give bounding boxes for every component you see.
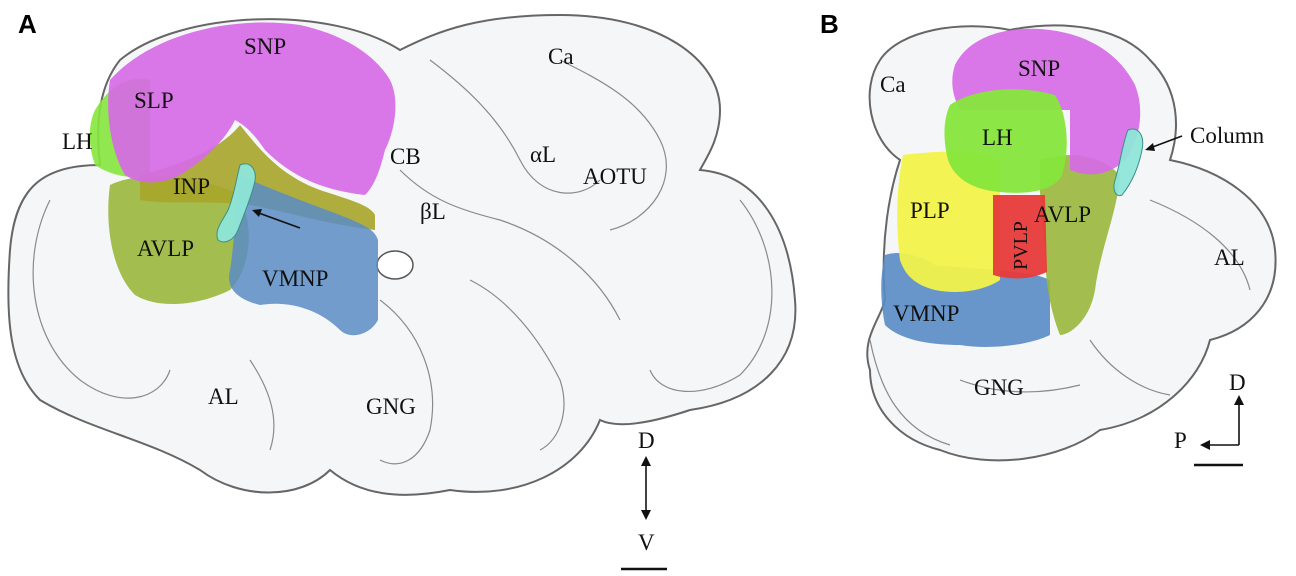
axis-d-a: D: [638, 428, 655, 453]
label-aotu-a: AOTU: [583, 164, 647, 189]
label-cb-a: CB: [390, 144, 421, 169]
label-beta-l-a: βL: [420, 199, 446, 224]
arrow-b-head: [1145, 143, 1155, 151]
column-region-a: [216, 163, 256, 243]
label-inp-a: INP: [173, 174, 210, 199]
label-al-b: AL: [1214, 245, 1245, 270]
label-gng-a: GNG: [366, 394, 416, 419]
axis-arrow-down-a: [641, 510, 651, 520]
panel-b: B Ca SNP LH Column PLP PVLP AVLP AL VMNP…: [820, 9, 1277, 467]
label-alpha-l-a: αL: [530, 142, 556, 167]
label-snp-b: SNP: [1018, 56, 1060, 81]
panel-a-label: A: [18, 9, 37, 39]
arrow-b: [1149, 135, 1183, 149]
column-region-b: [1113, 128, 1144, 197]
label-gng-b: GNG: [974, 375, 1024, 400]
axis-arrow-up-a: [641, 456, 651, 466]
axis-arrow-up-b: [1234, 395, 1244, 405]
axis-arrow-left-b: [1200, 440, 1210, 450]
label-avlp-b: AVLP: [1034, 202, 1091, 227]
label-avlp-a: AVLP: [137, 236, 194, 261]
avlp-region-b: [1039, 155, 1120, 335]
label-slp-a: SLP: [134, 88, 174, 113]
axis-p-b: P: [1174, 428, 1187, 453]
label-plp-b: PLP: [910, 198, 950, 223]
label-ca-b: Ca: [880, 72, 906, 97]
label-al-a: AL: [208, 384, 239, 409]
label-lh-b: LH: [982, 125, 1013, 150]
snp-region-a: [108, 22, 396, 196]
label-snp-a: SNP: [244, 34, 286, 59]
inp-region-a: [140, 125, 375, 230]
arrow-a-head: [252, 209, 262, 217]
label-pvlp-b: PVLP: [1010, 221, 1032, 270]
avlp-region-a: [108, 176, 249, 305]
label-column-b: Column: [1190, 123, 1265, 148]
pvlp-region-b: [993, 195, 1047, 279]
panel-b-label: B: [820, 9, 839, 39]
axis-d-b: D: [1229, 370, 1246, 395]
plp-region-b: [897, 151, 1000, 292]
panel-a: A SNP SLP LH INP AVLP VMNP CB Ca αL βL A…: [7, 9, 797, 571]
lh-region-b: [944, 89, 1067, 193]
axis-v-a: V: [638, 530, 655, 555]
label-vmnp-b: VMNP: [893, 301, 959, 326]
arrow-a: [255, 211, 301, 229]
label-lh-a: LH: [62, 129, 93, 154]
label-ca-a: Ca: [548, 44, 574, 69]
label-vmnp-a: VMNP: [262, 266, 328, 291]
